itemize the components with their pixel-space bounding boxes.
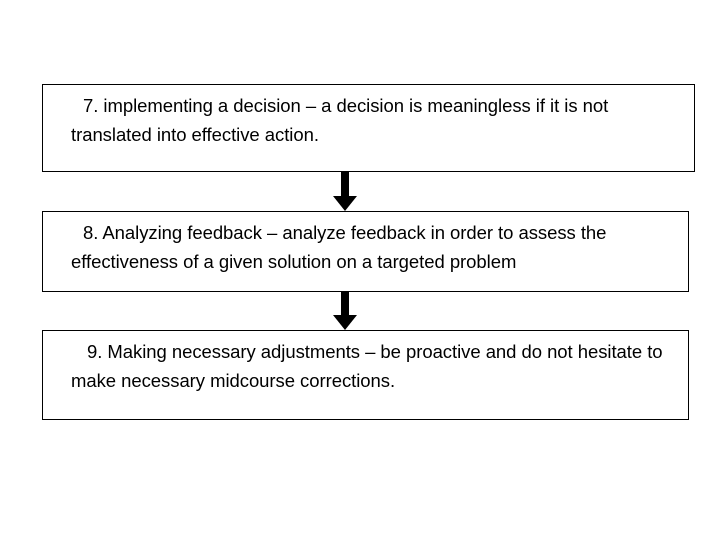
flowchart-step-8-text: 8. Analyzing feedback – analyze feedback… — [71, 222, 607, 272]
flowchart-step-9-text: 9. Making necessary adjustments – be pro… — [71, 341, 663, 391]
down-arrow-icon-step-7-to-8 — [333, 172, 357, 212]
arrow-shaft — [341, 292, 349, 316]
down-arrow-icon-step-8-to-9 — [333, 292, 357, 331]
flowchart-step-9[interactable]: 9. Making necessary adjustments – be pro… — [42, 330, 689, 420]
arrow-shaft — [341, 172, 349, 197]
arrow-head — [333, 315, 357, 330]
flowchart-step-8[interactable]: 8. Analyzing feedback – analyze feedback… — [42, 211, 689, 292]
flowchart-step-7-text: 7. implementing a decision – a decision … — [71, 95, 609, 145]
flowchart-step-7[interactable]: 7. implementing a decision – a decision … — [42, 84, 695, 172]
arrow-head — [333, 196, 357, 211]
